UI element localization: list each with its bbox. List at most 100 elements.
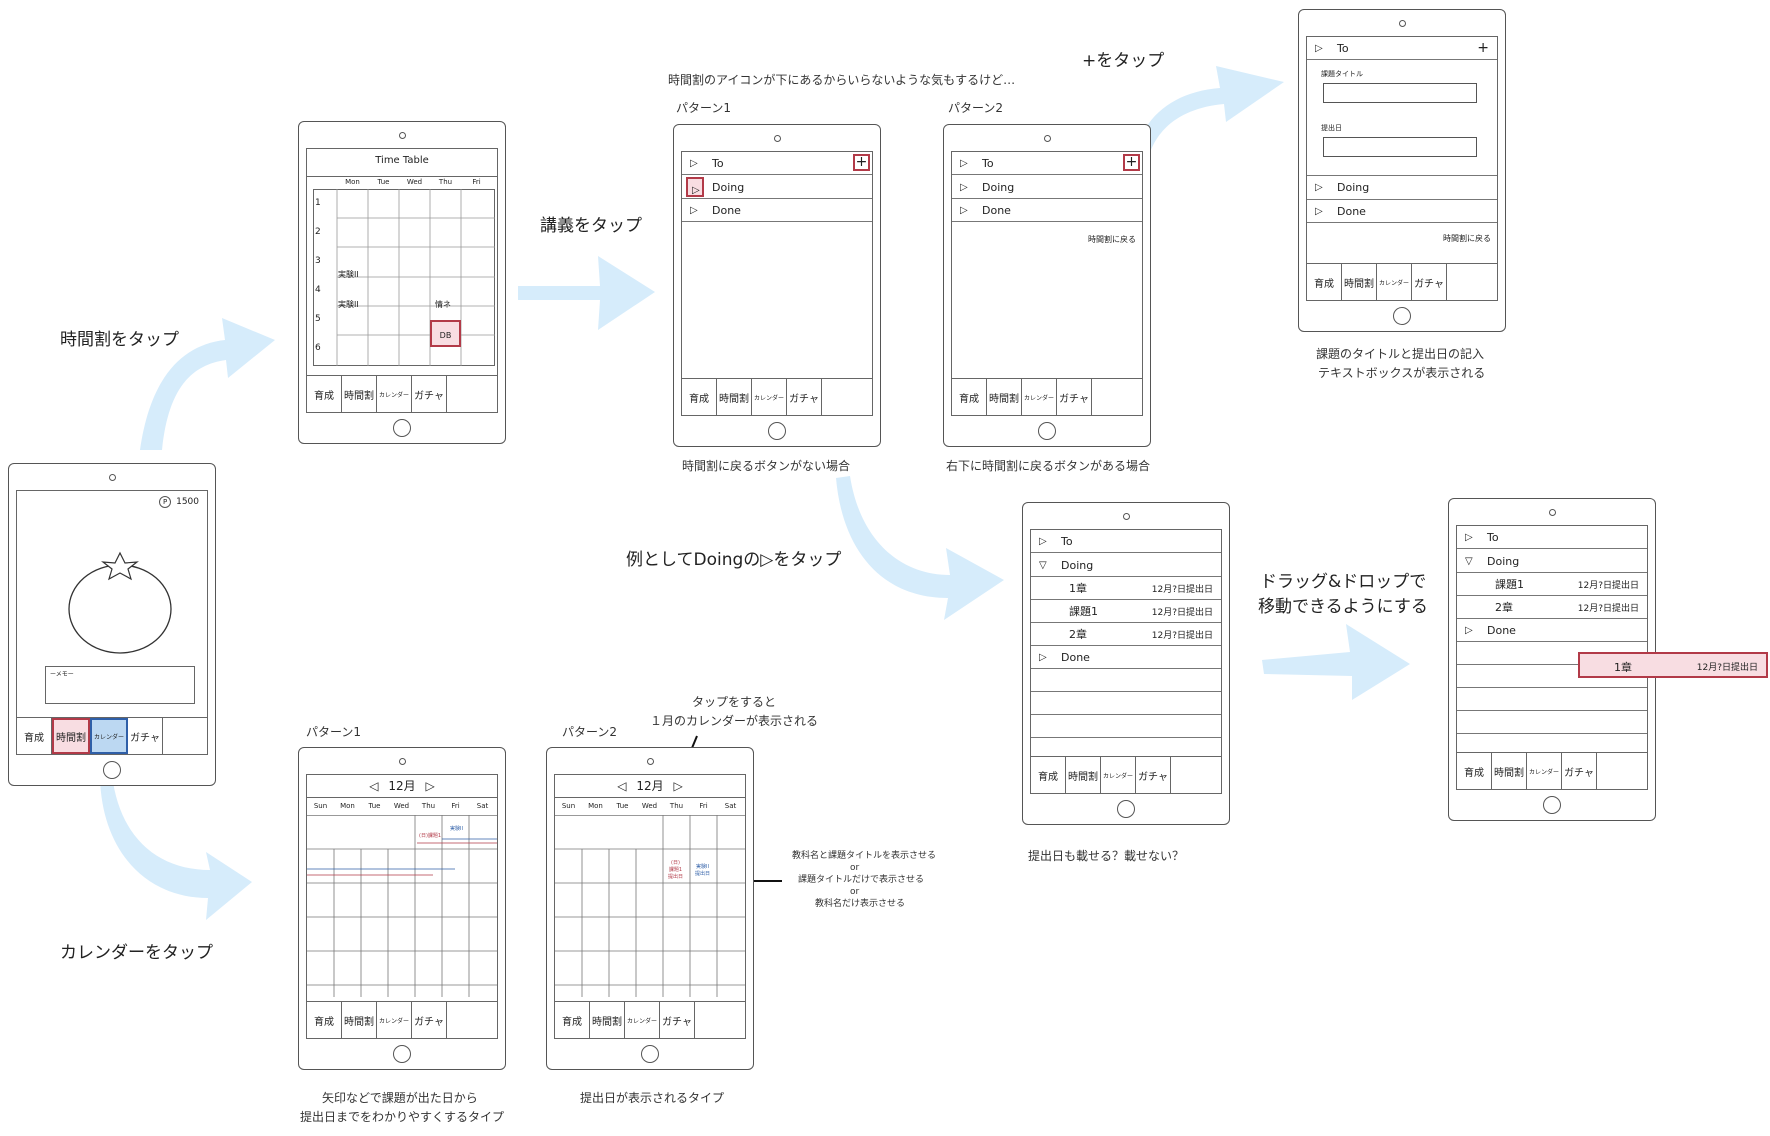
tab-calendar[interactable]: カレンダー	[90, 718, 128, 754]
back-to-timetable-button[interactable]: 時間割に戻る	[1088, 235, 1136, 244]
tomato-character[interactable]	[67, 551, 173, 656]
tab-calendar[interactable]: カレンダー	[377, 1002, 412, 1038]
memo-box[interactable]: ーメモー	[45, 666, 195, 704]
expand-icon[interactable]: ▷	[1039, 651, 1047, 663]
tab-calendar[interactable]: カレンダー	[1527, 753, 1562, 789]
tab-gacha[interactable]: ガチャ	[412, 1002, 447, 1038]
dragged-task-item[interactable]: 1章 12月?日提出日	[1578, 652, 1768, 678]
home-button[interactable]	[1117, 800, 1135, 818]
home-button[interactable]	[393, 419, 411, 437]
section-to[interactable]: ▷ To +	[952, 152, 1142, 175]
section-to[interactable]: ▷ To	[1031, 530, 1221, 553]
collapse-icon[interactable]: ▽	[1465, 555, 1473, 567]
tab-timetable[interactable]: 時間割	[987, 379, 1022, 415]
tab-calendar[interactable]: カレンダー	[752, 379, 787, 415]
event-label-red[interactable]: (日)課題1	[419, 833, 442, 839]
expand-icon[interactable]	[686, 177, 704, 197]
tab-timetable[interactable]: 時間割	[1492, 753, 1527, 789]
tab-grow[interactable]: 育成	[307, 1002, 342, 1038]
tab-calendar[interactable]: カレンダー	[377, 376, 412, 412]
task-item[interactable]: 2章 12月?日提出日	[1457, 596, 1647, 619]
tab-calendar[interactable]: カレンダー	[1377, 264, 1412, 300]
tab-gacha[interactable]: ガチャ	[128, 718, 163, 754]
tab-grow[interactable]: 育成	[1457, 753, 1492, 789]
due-date-input[interactable]	[1323, 137, 1477, 157]
home-button[interactable]	[1543, 796, 1561, 814]
prev-month-icon[interactable]: ◁	[617, 779, 627, 793]
expand-icon[interactable]: ▷	[960, 181, 968, 193]
expand-icon[interactable]: ▷	[1465, 624, 1473, 636]
section-done[interactable]: ▷ Done	[1031, 646, 1221, 669]
home-button[interactable]	[768, 422, 786, 440]
class-jikken-mon4[interactable]: 実験II	[338, 300, 359, 309]
section-done[interactable]: ▷ Done	[1457, 619, 1647, 642]
section-to[interactable]: ▷ To	[1457, 526, 1647, 549]
tab-timetable[interactable]: 時間割	[342, 1002, 377, 1038]
tab-timetable[interactable]: 時間割	[717, 379, 752, 415]
tab-gacha[interactable]: ガチャ	[787, 379, 822, 415]
tab-calendar[interactable]: カレンダー	[1022, 379, 1057, 415]
class-jone-thu4[interactable]: 情ネ	[435, 300, 451, 309]
expand-icon[interactable]: ▷	[1315, 182, 1323, 193]
tab-gacha[interactable]: ガチャ	[1136, 757, 1171, 793]
next-month-icon[interactable]: ▷	[425, 779, 435, 793]
prev-month-icon[interactable]: ◁	[369, 779, 379, 793]
tab-gacha[interactable]: ガチャ	[660, 1002, 695, 1038]
home-button[interactable]	[1038, 422, 1056, 440]
back-to-timetable-button[interactable]: 時間割に戻る	[1443, 234, 1491, 243]
expand-icon[interactable]: ▷	[1315, 42, 1323, 54]
section-doing[interactable]: Doing	[682, 176, 872, 199]
section-done[interactable]: ▷ Done	[682, 199, 872, 222]
add-icon[interactable]: +	[853, 154, 870, 171]
expand-icon[interactable]: ▷	[690, 204, 698, 216]
home-button[interactable]	[103, 761, 121, 779]
home-button[interactable]	[1393, 307, 1411, 325]
section-done[interactable]: ▷ Done	[952, 199, 1142, 222]
tab-calendar[interactable]: カレンダー	[625, 1002, 660, 1038]
next-month-icon[interactable]: ▷	[673, 779, 683, 793]
add-icon[interactable]: +	[1123, 154, 1140, 171]
tab-gacha[interactable]: ガチャ	[1562, 753, 1597, 789]
tab-timetable[interactable]: 時間割	[342, 376, 377, 412]
task-item[interactable]: 課題1 12月?日提出日	[1457, 573, 1647, 596]
tab-grow[interactable]: 育成	[555, 1002, 590, 1038]
section-doing[interactable]: ▷ Doing	[1307, 175, 1497, 200]
task-item[interactable]: 課題1 12月?日提出日	[1031, 600, 1221, 623]
collapse-icon[interactable]: ▽	[1039, 559, 1047, 571]
tab-grow[interactable]: 育成	[682, 379, 717, 415]
section-to[interactable]: ▷ To +	[682, 152, 872, 175]
task-title-input[interactable]	[1323, 83, 1477, 103]
event-label-blue[interactable]: 実験II 提出日	[695, 864, 710, 878]
home-button[interactable]	[393, 1045, 411, 1063]
event-label-red[interactable]: (日) 課題1 提出日	[668, 860, 683, 881]
tab-timetable[interactable]: 時間割	[1342, 264, 1377, 300]
expand-icon[interactable]: ▷	[960, 157, 968, 169]
class-jikken-mon3[interactable]: 実験II	[338, 270, 359, 279]
tab-grow[interactable]: 育成	[1307, 264, 1342, 300]
tab-gacha[interactable]: ガチャ	[1057, 379, 1092, 415]
tab-grow[interactable]: 育成	[952, 379, 987, 415]
task-item[interactable]: 1章 12月?日提出日	[1031, 577, 1221, 600]
tab-timetable[interactable]: 時間割	[590, 1002, 625, 1038]
section-doing[interactable]: ▷ Doing	[952, 176, 1142, 199]
tab-grow[interactable]: 育成	[17, 718, 52, 754]
expand-icon[interactable]: ▷	[1039, 535, 1047, 547]
add-icon[interactable]: +	[1477, 40, 1489, 56]
class-db-thu5[interactable]: DB	[430, 320, 461, 347]
section-to[interactable]: ▷ To +	[1307, 37, 1497, 60]
tab-gacha[interactable]: ガチャ	[412, 376, 447, 412]
tab-timetable[interactable]: 時間割	[52, 718, 90, 754]
tab-gacha[interactable]: ガチャ	[1412, 264, 1447, 300]
tab-grow[interactable]: 育成	[1031, 757, 1066, 793]
expand-icon[interactable]: ▷	[1315, 205, 1323, 217]
tab-calendar[interactable]: カレンダー	[1101, 757, 1136, 793]
expand-icon[interactable]: ▷	[960, 204, 968, 216]
tab-grow[interactable]: 育成	[307, 376, 342, 412]
expand-icon[interactable]: ▷	[1465, 531, 1473, 543]
section-doing[interactable]: ▽ Doing	[1457, 550, 1647, 573]
event-label-blue[interactable]: 実験II	[450, 826, 463, 832]
section-doing[interactable]: ▽ Doing	[1031, 554, 1221, 577]
tab-timetable[interactable]: 時間割	[1066, 757, 1101, 793]
task-item[interactable]: 2章 12月?日提出日	[1031, 623, 1221, 646]
home-button[interactable]	[641, 1045, 659, 1063]
